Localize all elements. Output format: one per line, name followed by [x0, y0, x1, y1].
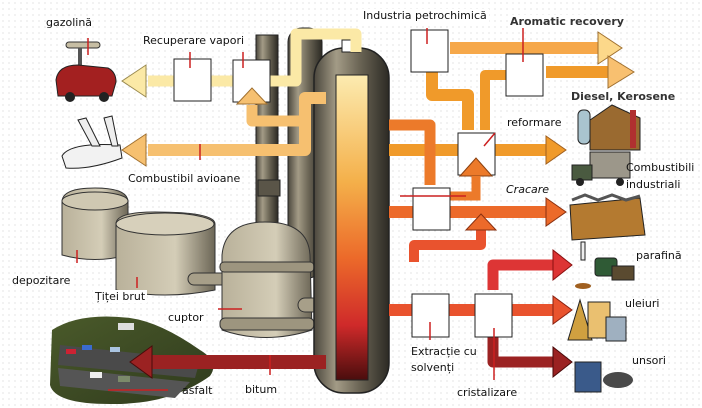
label-crude-oil: Țiței brut: [93, 290, 148, 303]
label-storage: depozitare: [12, 274, 71, 287]
bitumen-stream: [129, 345, 326, 379]
label-asphalt: asfalt: [182, 384, 213, 397]
label-oils: uleiuri: [625, 297, 660, 310]
label-crystallization: cristalizare: [457, 386, 518, 399]
label-solvent-extraction-line2: solvenți: [411, 361, 455, 374]
vapor-recovery-unit-1: [173, 58, 212, 102]
jet-fuel-stream: [121, 87, 326, 167]
label-industrial-fuels-line1: Combustibili: [626, 161, 695, 174]
distillation-tower: [313, 39, 390, 394]
car-fuel-pump-icon: [55, 38, 117, 102]
label-gasoline: gazolină: [46, 16, 93, 29]
grease-bucket-icon: [574, 361, 633, 393]
petrochemical-stream: [415, 31, 635, 130]
label-diesel-kerosene: Diesel, Kerosene: [569, 90, 678, 103]
label-bitumen: bitum: [245, 383, 278, 396]
factory-icon: [569, 193, 646, 241]
oil-cans-icon: [567, 298, 627, 342]
airplane-icon: [61, 115, 123, 169]
label-greases: unsori: [632, 354, 666, 367]
label-furnace: cuptor: [166, 311, 206, 324]
label-industrial-fuels-line2: industriali: [626, 178, 681, 191]
label-cracking: Cracare: [504, 183, 552, 196]
label-petrochemical-industry: Industria petrochimică: [361, 9, 489, 22]
petrochemical-unit: [410, 29, 449, 73]
truck-icon: [571, 151, 631, 186]
label-solvent-extraction-line1: Extracție cu: [411, 345, 477, 358]
storage-tank-icon: [61, 187, 129, 263]
cracking-unit: [412, 187, 451, 231]
label-aromatic-recovery: Aromatic recovery: [508, 15, 626, 28]
label-paraffin: parafină: [636, 249, 682, 262]
furnace-icon: [187, 221, 325, 338]
lamp-house-icon: [577, 104, 641, 151]
candle-paraffin-icon: [575, 241, 635, 289]
label-reforming: reformare: [505, 116, 564, 129]
aromatic-recovery-unit: [505, 53, 544, 97]
label-jet-fuel: Combustibil avioane: [126, 172, 243, 185]
label-vapor-recovery: Recuperare vapori: [141, 34, 247, 47]
